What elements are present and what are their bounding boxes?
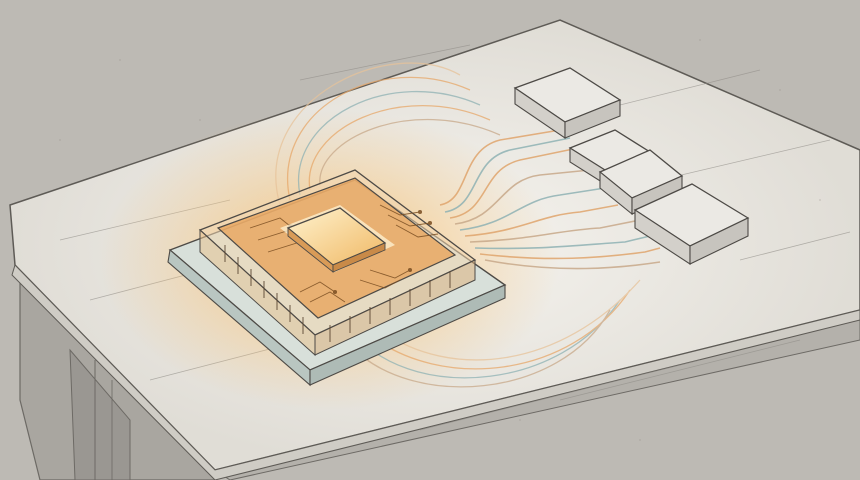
table-front-edge: [11, 264, 860, 480]
chip-package: [167, 169, 507, 387]
edge-pins: [224, 245, 451, 342]
signal-traces: [439, 129, 661, 270]
memory-module-4: [633, 183, 750, 266]
paper-texture: [59, 39, 821, 441]
energy-arcs: [275, 62, 641, 388]
memory-module-1: [513, 67, 622, 140]
